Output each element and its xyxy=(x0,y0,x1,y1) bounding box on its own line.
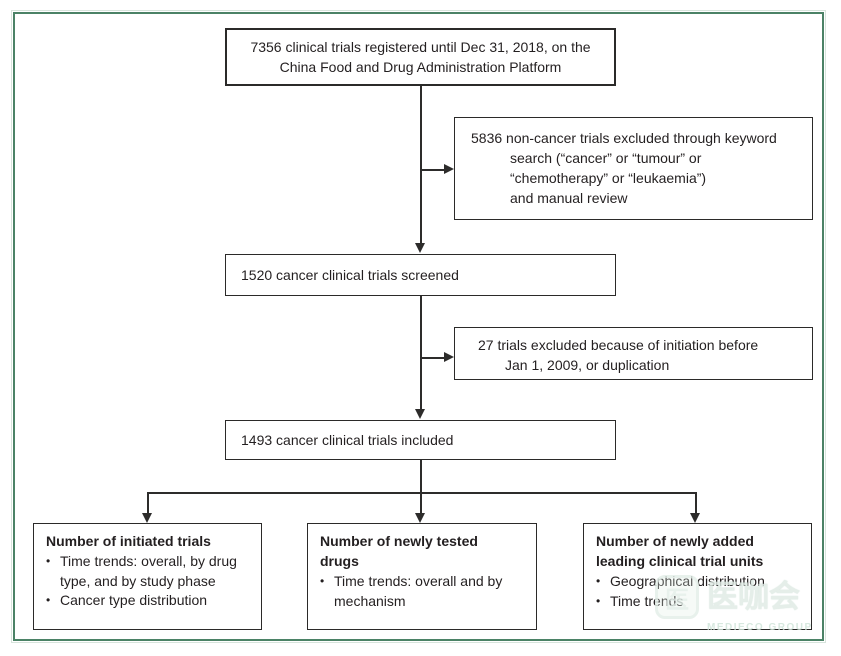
arrowhead-right-icon xyxy=(444,351,454,362)
bullet-item: Time trends: overall, by drug type, and … xyxy=(46,552,256,591)
arrowhead-down-icon xyxy=(415,243,425,253)
arrowhead-down-icon xyxy=(415,409,425,419)
outcome-title: Number of newly added leading clinical t… xyxy=(596,533,764,569)
connector-screened-to-included xyxy=(420,296,422,409)
arrowhead-down-icon xyxy=(690,513,700,523)
box-included-trials: 1493 cancer clinical trials included xyxy=(225,420,616,460)
bullet-text: Geographical distribution xyxy=(610,573,765,589)
bullet-text: Time trends xyxy=(610,592,684,609)
bullet-item: Cancer type distribution xyxy=(46,591,256,611)
bullet-item: Geographical distribution xyxy=(596,572,806,592)
connector-branch-exclusion2 xyxy=(421,357,444,359)
box-registered-trials: 7356 clinical trials registered until De… xyxy=(225,28,616,86)
arrowhead-down-icon xyxy=(415,513,425,523)
box-outcome-new-drugs: Number of newly tested drugs Time trends… xyxy=(307,523,537,630)
box-excluded-noncancer: 5836 non-cancer trials excluded through … xyxy=(454,117,813,220)
bullet-item: Time trends xyxy=(596,592,806,612)
box-screened-trials: 1520 cancer clinical trials screened xyxy=(225,254,616,296)
connector-split-horizontal xyxy=(147,492,697,494)
box-outcome-trial-units: Number of newly added leading clinical t… xyxy=(583,523,812,630)
outcome-title: Number of initiated trials xyxy=(46,533,211,549)
box-excluded-pre2009: 27 trials excluded because of initiation… xyxy=(454,327,813,380)
bullet-item: Time trends: overall and by mechanism xyxy=(320,572,531,611)
connector-branch-exclusion1 xyxy=(421,169,444,171)
outcome-bullet-list: Time trends: overall, by drug type, and … xyxy=(46,552,256,611)
bullet-text: Cancer type distribution xyxy=(60,592,208,608)
bullet-text: Time trends: overall, by drug type, and … xyxy=(60,553,237,589)
connector-top-to-screened xyxy=(420,86,422,244)
outcome-bullet-list: Time trends: overall and by mechanism xyxy=(320,572,531,611)
connector-drop-right xyxy=(695,492,697,513)
connector-drop-center xyxy=(420,492,422,513)
connector-included-stem xyxy=(420,460,422,493)
outcome-title: Number of newly tested drugs xyxy=(320,533,478,569)
outcome-bullet-list: Geographical distribution Time trends xyxy=(596,572,806,611)
connector-drop-left xyxy=(147,492,149,513)
arrowhead-right-icon xyxy=(444,163,454,174)
bullet-text: Time trends: overall and by mechanism xyxy=(334,573,503,609)
arrowhead-down-icon xyxy=(142,513,152,523)
box-outcome-initiated-trials: Number of initiated trials Time trends: … xyxy=(33,523,262,630)
